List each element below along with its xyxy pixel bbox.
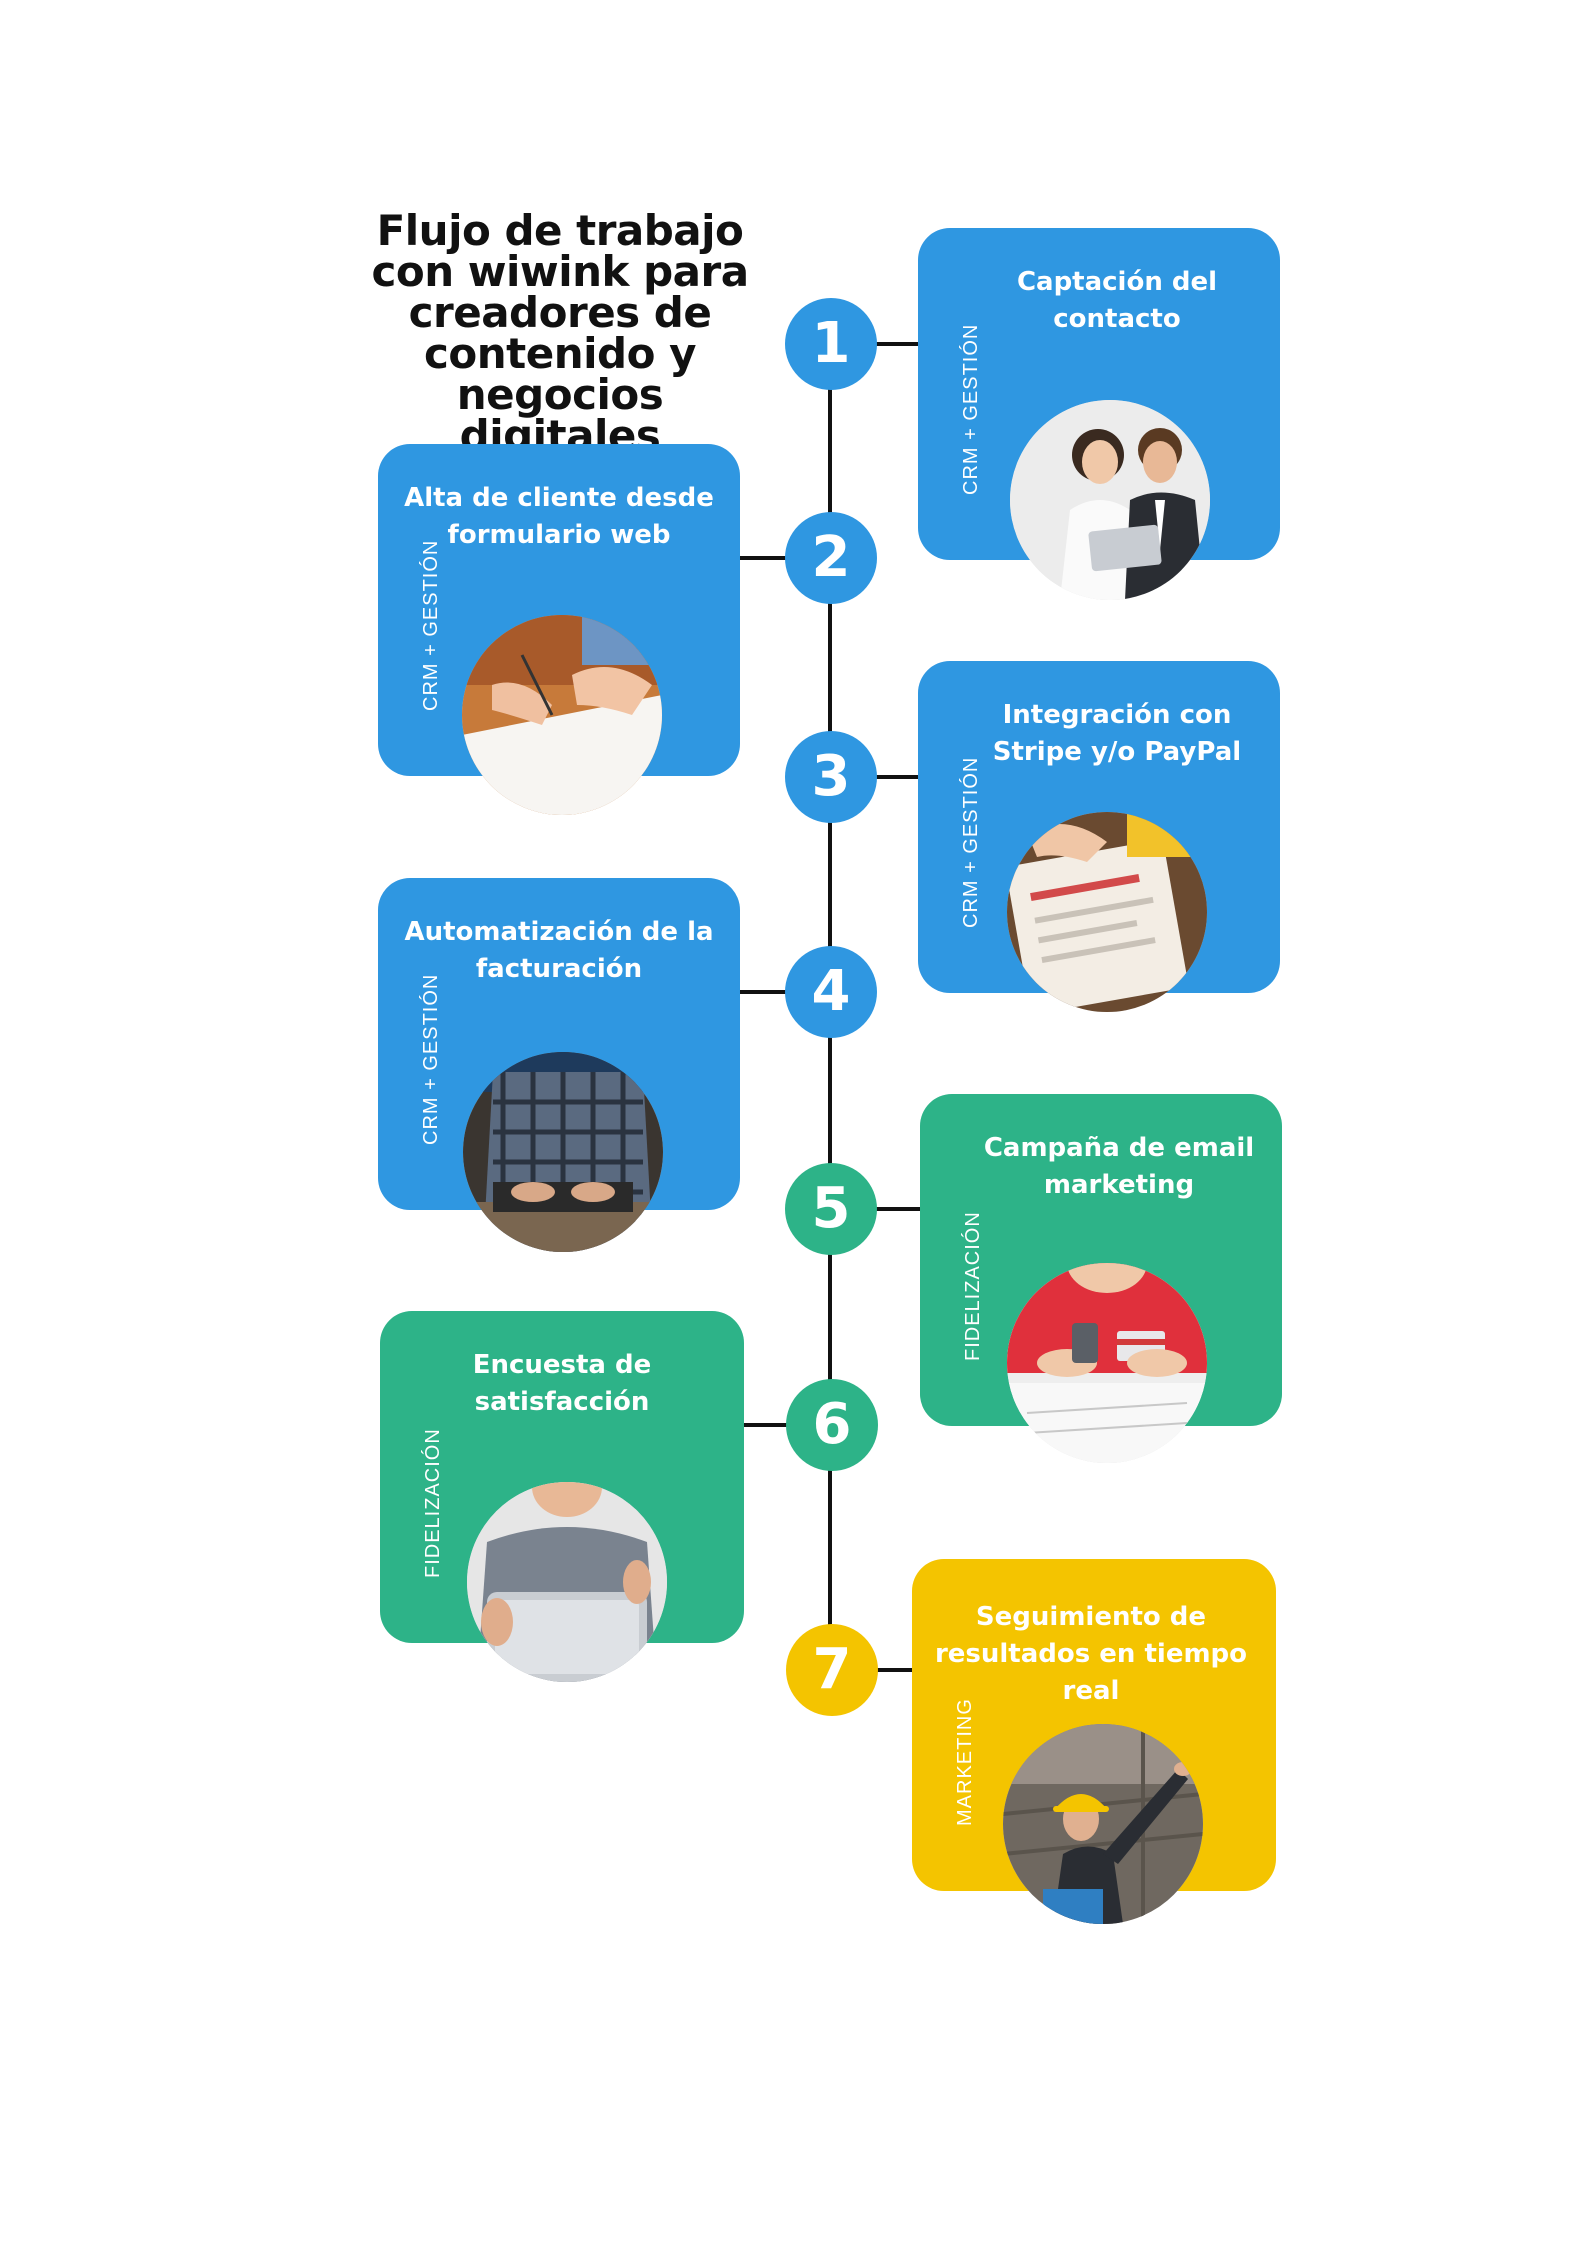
step-category: CRM + GESTIÓN: [420, 539, 442, 711]
step-number-7: 7: [786, 1624, 878, 1716]
title-line: creadores de: [408, 288, 712, 337]
photo-phone-and-credit-card: [1007, 1263, 1207, 1463]
step-title: Seguimiento de resultados en tiempo real: [934, 1602, 1248, 1706]
title-line: Flujo de trabajo: [376, 206, 744, 255]
step-category: CRM + GESTIÓN: [420, 973, 442, 1145]
step-category: MARKETING: [954, 1698, 976, 1826]
step-title: Campaña de email marketing: [983, 1133, 1255, 1200]
photo-person-holding-tablet: [467, 1482, 667, 1682]
title-line: negocios digitales: [456, 370, 664, 460]
step-number-1: 1: [785, 298, 877, 390]
step-category: FIDELIZACIÓN: [422, 1428, 444, 1578]
step-title: Alta de cliente desde formulario web: [404, 483, 714, 550]
step-category: FIDELIZACIÓN: [962, 1211, 984, 1361]
photo-documents-and-charts: [1007, 812, 1207, 1012]
title-line: contenido y: [424, 329, 696, 378]
step-title: Encuesta de satisfacción: [472, 1350, 652, 1417]
connector-2: [736, 556, 830, 560]
step-category: CRM + GESTIÓN: [960, 323, 982, 495]
step-number-6: 6: [786, 1379, 878, 1471]
step-number-5: 5: [785, 1163, 877, 1255]
step-number-2: 2: [785, 512, 877, 604]
connector-4: [736, 990, 830, 994]
photo-person-typing-laptop: [463, 1052, 663, 1252]
title-line: con wiwink para: [371, 247, 749, 296]
step-card-1: Captación del contacto CRM + GESTIÓN: [918, 228, 1280, 560]
photo-worker-hard-hat-pointing: [1003, 1724, 1203, 1924]
photo-business-people-laptop: [1010, 400, 1210, 600]
step-title: Automatización de la facturación: [404, 917, 714, 984]
page-title: Flujo de trabajo con wiwink para creador…: [360, 206, 760, 460]
step-number-4: 4: [785, 946, 877, 1038]
step-title: Integración con Stripe y/o PayPal: [992, 700, 1242, 767]
step-title: Captación del contacto: [1016, 267, 1218, 334]
photo-hands-signing-document: [462, 615, 662, 815]
step-card-2: Alta de cliente desde formulario web CRM…: [378, 444, 740, 776]
step-category: CRM + GESTIÓN: [960, 756, 982, 928]
step-number-3: 3: [785, 731, 877, 823]
